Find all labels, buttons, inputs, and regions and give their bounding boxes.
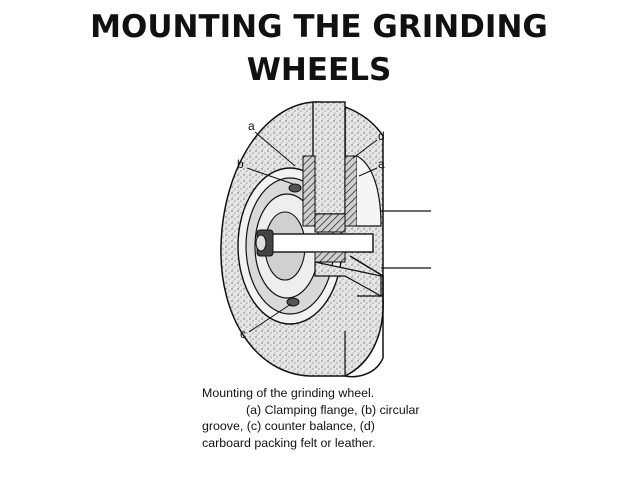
grinding-wheel-figure: a b d a c <box>195 96 445 476</box>
figure-caption: Mounting of the grinding wheel. (a) Clam… <box>202 385 442 451</box>
label-c: c <box>240 327 246 341</box>
counter-balance <box>286 297 300 307</box>
caption-line-2: (a) Clamping flange, (b) circular <box>246 402 420 417</box>
wheel-cross-section <box>302 101 431 298</box>
title-line-2: WHEELS <box>246 52 392 88</box>
slide-title: MOUNTING THE GRINDING WHEELS <box>0 6 638 92</box>
title-line-1: MOUNTING THE GRINDING <box>90 9 548 45</box>
caption-line-4: carboard packing felt or leather. <box>202 435 376 450</box>
caption-line-3: groove, (c) counter balance, (d) <box>202 419 375 434</box>
label-a-top: a <box>248 119 255 133</box>
caption-line-1: Mounting of the grinding wheel. <box>202 386 375 400</box>
leader-lines <box>246 131 378 333</box>
circular-groove <box>288 183 302 193</box>
label-d: d <box>378 129 385 143</box>
label-a-right: a <box>378 157 385 171</box>
label-b: b <box>237 157 244 171</box>
grinding-wheel-drawing: a b d a c <box>220 101 431 378</box>
